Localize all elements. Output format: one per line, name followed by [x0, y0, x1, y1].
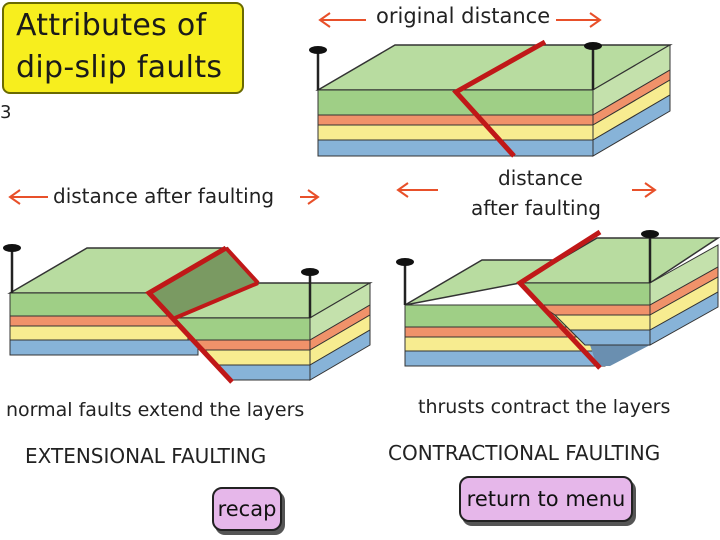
- normal-left-green: [9, 292, 171, 317]
- title-line-2: dip-slip faults: [16, 50, 223, 85]
- distance-right-line2: after faulting: [471, 196, 601, 220]
- original-layer-orange: [317, 114, 594, 126]
- thrust-left-yellow: [404, 336, 598, 352]
- normal-right-orange: [193, 339, 311, 351]
- thrust-side-blue: [649, 291, 719, 346]
- normal-distance-arrows: [8, 189, 320, 205]
- normal-right-yellow: [203, 349, 311, 366]
- thrust-left-blue: [404, 350, 606, 367]
- thrust-caption: thrusts contract the layers: [418, 396, 671, 418]
- normal-fault-line: [145, 245, 234, 384]
- normal-right-blue: [216, 364, 311, 381]
- original-distance-label: original distance: [376, 4, 551, 28]
- return-to-menu-button[interactable]: return to menu: [459, 476, 633, 522]
- thrust-shadow: [590, 345, 650, 366]
- distance-right-line1: distance: [498, 166, 583, 190]
- original-block: [309, 39, 673, 158]
- original-layer-blue: [317, 139, 594, 157]
- normal-left-blue: [9, 339, 199, 356]
- normal-fault-block: [3, 244, 373, 384]
- recap-button[interactable]: recap: [212, 487, 282, 531]
- slide-number: 3: [0, 102, 12, 123]
- normal-caption: normal faults extend the layers: [6, 399, 305, 421]
- normal-fault-line-lower: [174, 281, 259, 320]
- original-side-blue: [592, 94, 671, 157]
- normal-left-orange: [9, 315, 179, 327]
- normal-side-blue: [309, 329, 371, 381]
- thrust-right-orange: [538, 304, 651, 316]
- distance-after-faulting-left-label: distance after faulting: [53, 184, 275, 208]
- original-fault-line: [452, 39, 547, 158]
- original-layer-yellow: [317, 124, 594, 141]
- thrust-fault-block: [396, 229, 720, 370]
- contractional-heading: CONTRACTIONAL FAULTING: [388, 441, 661, 465]
- normal-right-green: [173, 317, 311, 341]
- thrust-right-yellow: [553, 314, 651, 331]
- extensional-heading: EXTENSIONAL FAULTING: [25, 444, 267, 468]
- thrust-distance-arrows: [396, 182, 657, 198]
- title-box: Attributes of dip-slip faults: [2, 2, 244, 94]
- title-line-1: Attributes of: [16, 8, 207, 43]
- original-distance-arrows: [318, 12, 602, 28]
- normal-left-yellow: [9, 325, 189, 341]
- thrust-fault-line: [516, 229, 602, 370]
